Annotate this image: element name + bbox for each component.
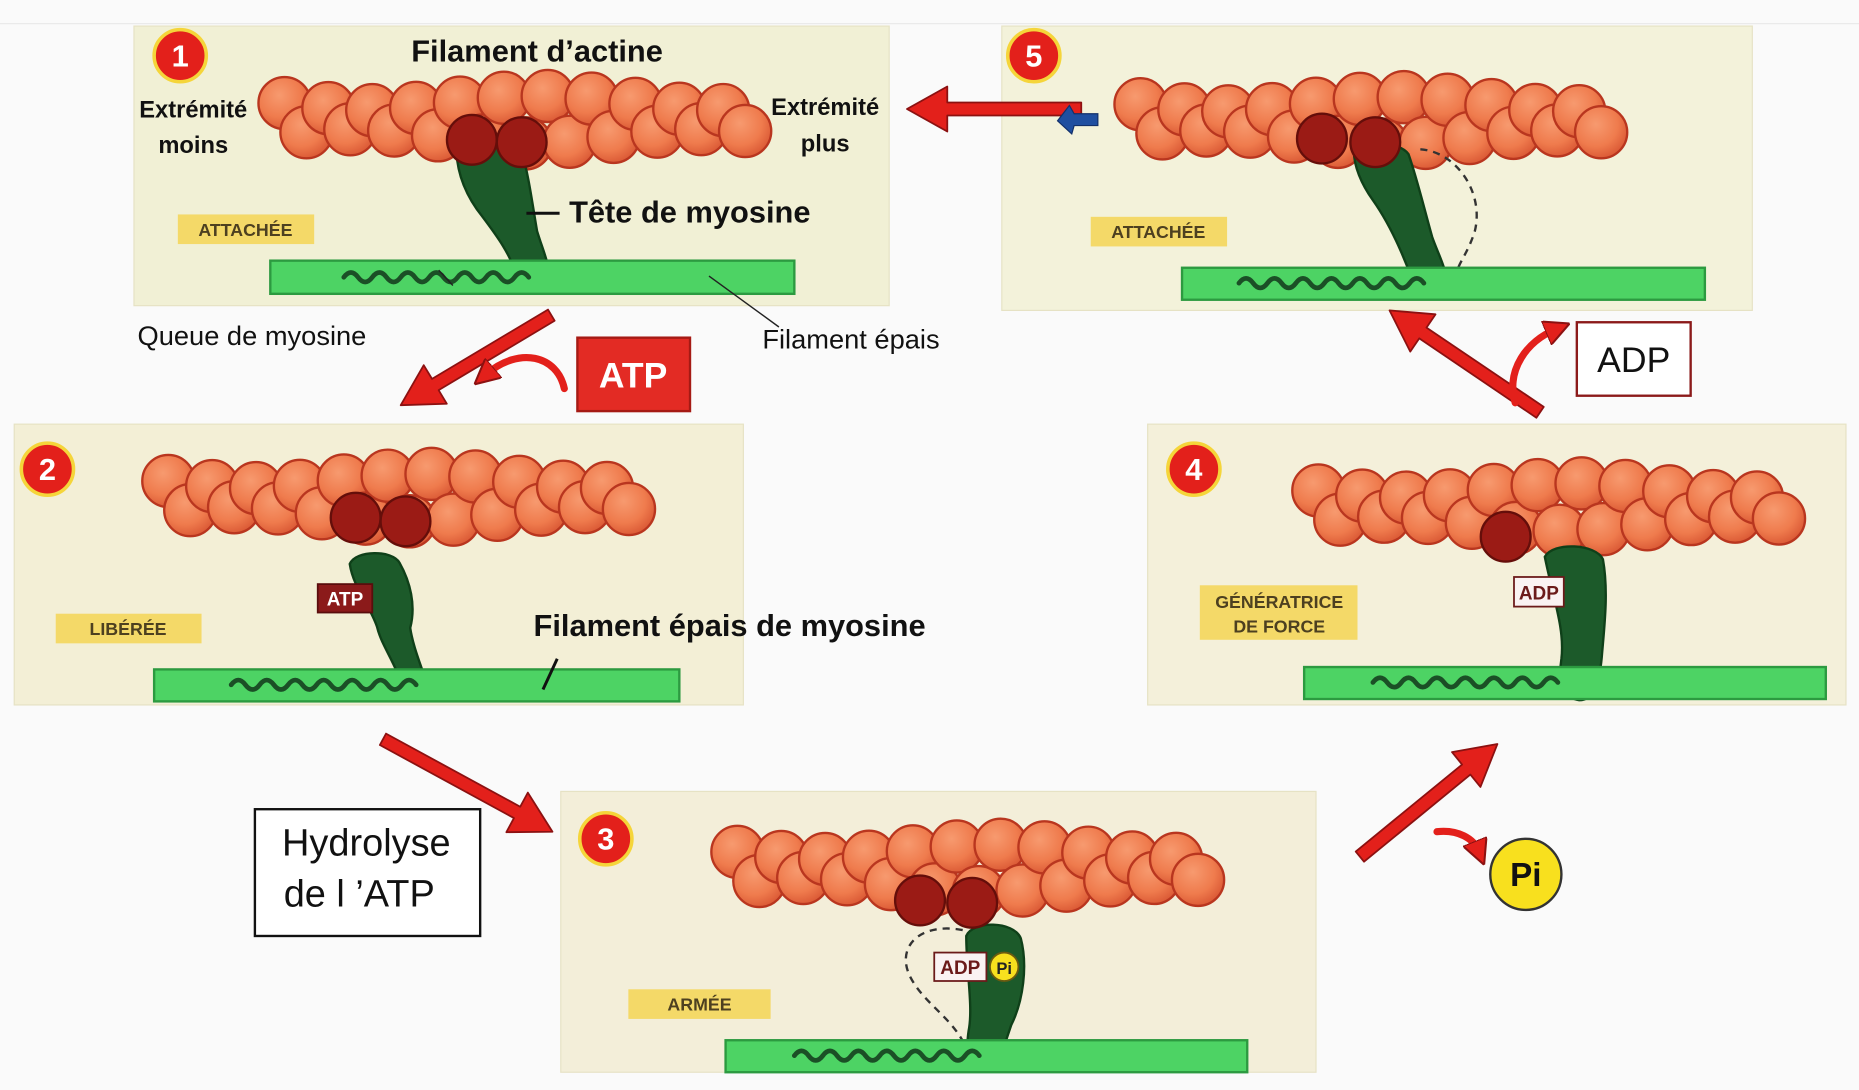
panel-1: ATTACHÉE 1 Filament d’actine Extrémité m… <box>133 25 940 354</box>
hydrolysis-box <box>253 808 482 938</box>
thick-filament-label: Filament épais <box>762 323 939 354</box>
minus-end-label-line1: Extrémité <box>139 97 247 123</box>
minus-end-label-line2: moins <box>158 133 228 159</box>
step-badge <box>19 441 76 498</box>
atp-label: ATP <box>599 355 667 395</box>
myosin-tail-wave <box>1236 276 1427 291</box>
thick-filament <box>724 1039 1249 1074</box>
step-badge <box>152 27 209 84</box>
pi-circle <box>1489 837 1563 912</box>
adp-box <box>1575 321 1692 397</box>
actin-monomer <box>601 481 657 537</box>
step-number: 1 <box>172 38 189 73</box>
arrow-panel-5-to-1 <box>906 85 1083 133</box>
thick-filament <box>1302 665 1827 701</box>
actin-binding-site <box>495 116 548 169</box>
plus-end-label-line2: plus <box>801 132 850 158</box>
myosin-tail-wave <box>791 1048 982 1063</box>
myosin-tail-pointer <box>438 269 454 287</box>
state-box <box>1090 216 1228 247</box>
thick-filament-pointer <box>708 275 780 328</box>
actin-binding-site <box>329 491 382 544</box>
adp-label: ADP <box>1597 340 1670 380</box>
state-label-line2: DE FORCE <box>1233 617 1325 637</box>
actin-monomer <box>1573 104 1629 160</box>
actin-binding-site <box>445 113 498 166</box>
head-pi-circle <box>989 951 1020 982</box>
head-adp-label: ADP <box>1519 584 1559 605</box>
thick-myosin-filament-pointer <box>541 658 559 691</box>
thick-filament <box>269 259 796 296</box>
actin-binding-site <box>1479 510 1532 563</box>
actin-monomer <box>1170 852 1226 908</box>
head-adp-box <box>933 951 988 982</box>
step-number: 3 <box>597 821 614 856</box>
state-box <box>1199 585 1358 640</box>
actin-filament-label: Filament d’actine <box>411 34 663 69</box>
myosin-tail-label: Queue de myosine <box>138 320 367 351</box>
arrow-panel-3-to-4 <box>1354 743 1499 863</box>
adp-release-curved-arrow <box>1509 329 1556 407</box>
blue-direction-arrow <box>1056 104 1099 135</box>
atp-binding-curved-arrow <box>486 354 568 393</box>
pi-label: Pi <box>1510 857 1541 894</box>
previous-head-position-outline <box>1420 148 1478 276</box>
head-atp-box <box>316 583 374 614</box>
state-box <box>177 214 315 245</box>
next-head-position-outline <box>904 927 968 1049</box>
actin-binding-site <box>946 876 999 929</box>
state-label: ARMÉE <box>667 994 731 1015</box>
atp-box <box>576 336 692 413</box>
step-badge <box>1166 441 1222 498</box>
state-box <box>628 989 771 1019</box>
step-badge <box>1005 27 1062 84</box>
panel-3: ADP Pi ARMÉE 3 <box>560 790 1317 1074</box>
panel-2: ATP LIBÉRÉE 2 Filament épais de myosine <box>13 423 926 706</box>
actin-filament <box>257 68 773 171</box>
state-label-line1: GÉNÉRATRICE <box>1215 591 1343 612</box>
state-label: ATTACHÉE <box>198 219 292 240</box>
arrow-panel-2-to-3 <box>378 732 554 834</box>
actin-filament <box>1291 456 1807 559</box>
panel-5: ATTACHÉE 5 <box>1001 25 1753 312</box>
head-pi-label: Pi <box>996 959 1012 978</box>
actin-binding-site <box>893 874 947 927</box>
myosin-tail-wave <box>341 270 532 285</box>
myosin-tail-wave <box>1370 675 1561 690</box>
state-label: ATTACHÉE <box>1111 221 1205 242</box>
panel-4: ADP GÉNÉRATRICE DE FORCE 4 <box>1147 423 1847 706</box>
thick-filament <box>1180 266 1707 301</box>
head-adp-box <box>1513 576 1565 608</box>
step-badge <box>577 810 634 867</box>
step-number: 5 <box>1025 38 1042 73</box>
head-atp-label: ATP <box>327 589 364 610</box>
hydrolysis-label-line2: de l ’ATP <box>284 873 435 915</box>
step-number: 4 <box>1185 452 1202 487</box>
plus-end-label-line1: Extrémité <box>771 95 879 121</box>
actin-binding-site <box>1349 116 1402 169</box>
myosin-tail-wave <box>228 677 419 692</box>
arrow-panel-1-to-2 <box>399 308 556 407</box>
actin-monomer <box>1751 491 1807 546</box>
state-label: LIBÉRÉE <box>90 618 167 639</box>
actin-binding-site <box>1295 112 1349 165</box>
hydrolysis-label-line1: Hydrolyse <box>282 822 451 864</box>
thick-myosin-filament-label: Filament épais de myosine <box>534 608 926 643</box>
myosin-head-label: Tête de myosine <box>569 195 810 230</box>
state-box <box>55 613 202 644</box>
step-number: 2 <box>39 452 56 487</box>
pi-release-curved-arrow <box>1433 827 1478 850</box>
head-adp-label: ADP <box>940 958 980 979</box>
actin-monomer <box>717 103 773 159</box>
actin-binding-site <box>379 495 432 548</box>
